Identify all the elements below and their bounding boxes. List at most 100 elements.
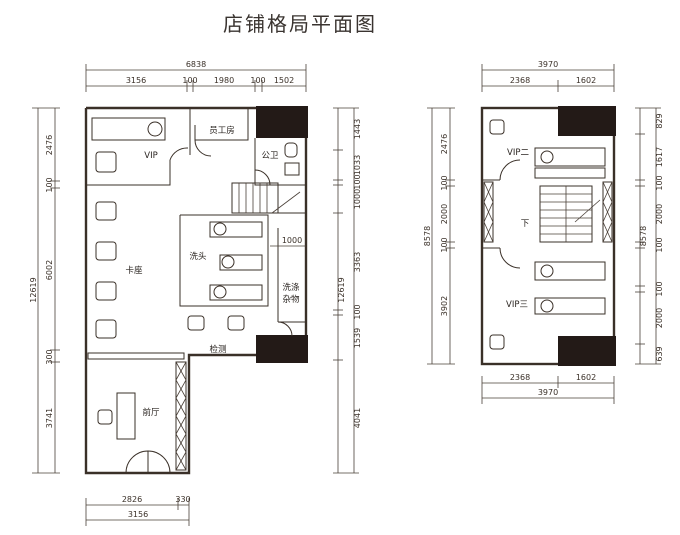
chair (97, 409, 113, 425)
plan2 (427, 64, 661, 404)
room-label-wash: 洗头 (189, 251, 207, 262)
dim-label: 6002 (45, 260, 54, 280)
dim-label: 12619 (337, 277, 346, 302)
dim-label: 2826 (122, 495, 142, 504)
dim-label: 3156 (126, 76, 146, 85)
column (558, 336, 616, 366)
dim-label: 2476 (440, 134, 449, 154)
lattice-right (602, 181, 613, 243)
dim-label: 1443 (353, 119, 362, 139)
stool (187, 315, 205, 331)
plan2-dim-left (427, 107, 455, 365)
wc-wall (254, 138, 306, 186)
dim-label: 100 (353, 174, 362, 189)
plan-title: 店铺格局平面图 (223, 12, 377, 36)
column (558, 106, 616, 136)
dim-label: 1539 (353, 328, 362, 348)
wc-sink (284, 162, 300, 176)
entry-door (147, 450, 171, 474)
dim-label: 3970 (538, 60, 558, 69)
staff-wall (194, 108, 249, 141)
dim-label: 330 (175, 495, 190, 504)
dim-label: 2476 (45, 135, 54, 155)
dim-label: 8578 (639, 226, 648, 246)
dim-label: 1033 (353, 155, 362, 175)
plan1-dim-bottom (85, 498, 190, 526)
room-label-vip2: VIP二 (507, 148, 529, 158)
plan1-dim-left (32, 107, 60, 474)
dim-label: 8578 (423, 226, 432, 246)
dim-label: 3363 (353, 252, 362, 272)
dim-label: 1617 (655, 147, 664, 167)
basin (147, 121, 163, 137)
dim-label: 100 (45, 177, 54, 192)
dim-label: 2368 (510, 76, 530, 85)
column (256, 335, 308, 363)
dim-label: 100 (655, 281, 664, 296)
card-seats (95, 201, 117, 339)
vip2-beds (534, 147, 606, 179)
dim-label: 1602 (576, 76, 596, 85)
room-label-card: 卡座 (125, 265, 143, 276)
dim-label: 100 (440, 237, 449, 252)
dim-label: 1502 (274, 76, 294, 85)
vip-bed (91, 117, 166, 141)
door-swing (169, 147, 189, 161)
plan1-dim-right (333, 107, 359, 474)
reception-desk (116, 392, 136, 440)
stair-down-label: 下 (521, 219, 530, 229)
plan1-dim-top (85, 64, 307, 92)
dim-label: 2368 (510, 373, 530, 382)
dim-label: 2000 (440, 204, 449, 224)
vip3-beds (534, 261, 606, 315)
dim-label: 3156 (128, 510, 148, 519)
dim-label: 1000 (353, 189, 362, 209)
dim-label: 100 (655, 237, 664, 252)
toilet (284, 142, 298, 158)
stool (227, 315, 245, 331)
dim-label: 1602 (576, 373, 596, 382)
plan2-dim-right (635, 107, 661, 365)
chair (489, 334, 505, 350)
room-label-storage: 洗涤 (282, 282, 300, 293)
dim-label: 2000 (655, 204, 664, 224)
door-swing (499, 159, 521, 181)
dim-label: 4041 (353, 408, 362, 428)
lattice-partition (175, 361, 187, 471)
dim-label: 100 (353, 304, 362, 319)
room-label-storage: 杂物 (282, 294, 300, 305)
plan2-dim-top (481, 64, 615, 92)
room-label-lobby: 前厅 (142, 407, 160, 418)
dim-label: 1980 (214, 76, 234, 85)
dim-label: 3902 (440, 296, 449, 316)
vip-wall (86, 160, 171, 186)
dim-label: 3741 (45, 408, 54, 428)
entry-door (125, 450, 149, 474)
door-swing (194, 139, 212, 157)
room-label-vip3: VIP三 (506, 300, 528, 310)
dim-label: 1000 (282, 236, 302, 245)
dim-label: 6838 (186, 60, 206, 69)
dim-label: 300 (45, 349, 54, 364)
room-label-vip: VIP (144, 151, 157, 161)
lattice-left (483, 181, 494, 243)
chair (489, 119, 505, 135)
shelf (87, 352, 185, 360)
staircase-2 (539, 185, 601, 243)
chair (95, 151, 117, 173)
wash-beds (209, 221, 263, 301)
dim-label: 829 (655, 113, 664, 128)
dim-label: 12619 (29, 277, 38, 302)
column (256, 106, 308, 138)
plan2-dim-bottom (481, 376, 615, 404)
room-label-wc: 公卫 (261, 151, 279, 161)
dim-label: 100 (182, 76, 197, 85)
door-swing (499, 247, 521, 269)
room-label-inspect: 检测 (209, 344, 226, 355)
wash-area-wall (179, 214, 269, 307)
dim-label: 100 (440, 175, 449, 190)
staircase-1 (231, 182, 306, 214)
plan1 (32, 64, 359, 526)
door-swing (277, 321, 293, 337)
